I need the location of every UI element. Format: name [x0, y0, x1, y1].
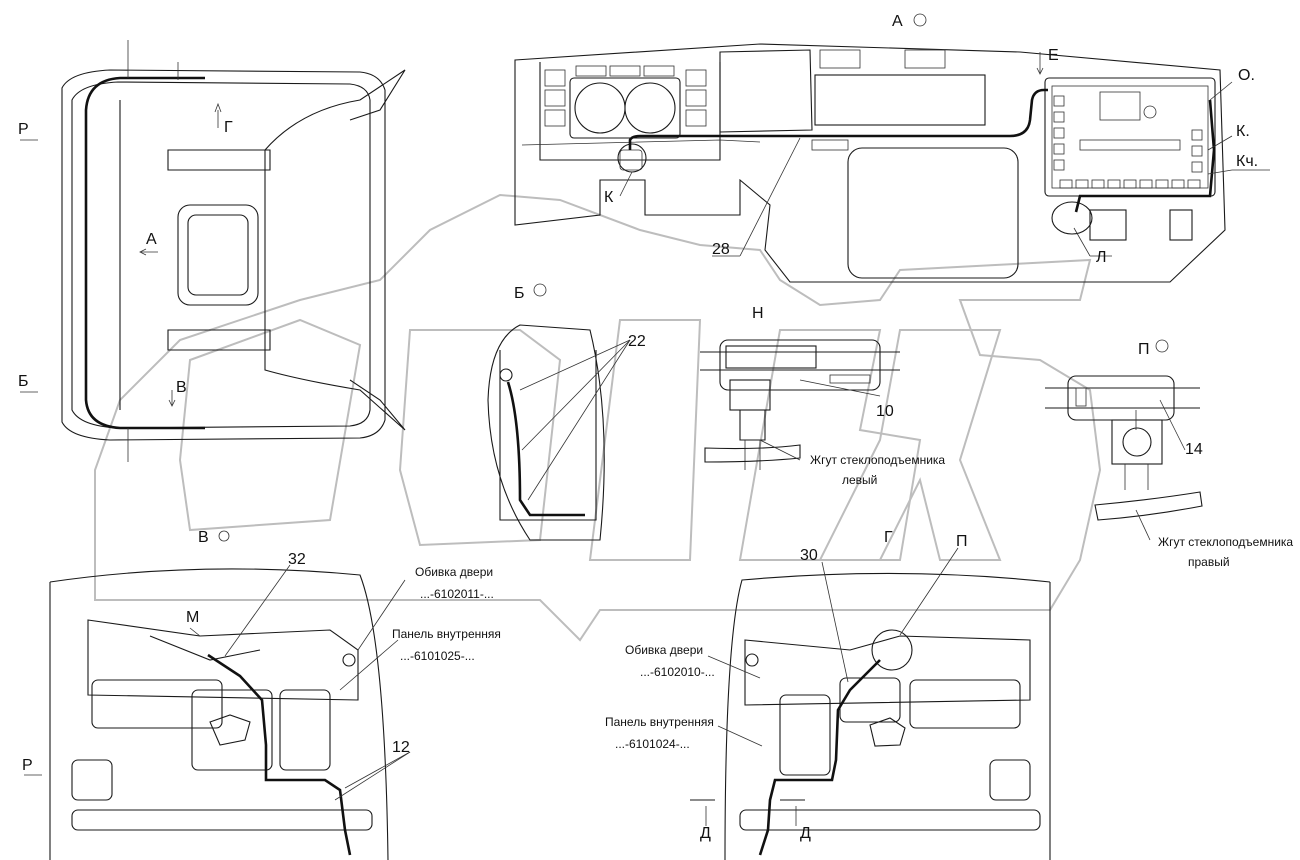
label-g-top: Г	[224, 119, 233, 136]
label-a-top: А	[146, 231, 157, 248]
label-b-top: Б	[18, 373, 29, 390]
view-h-title: Н	[752, 305, 764, 322]
harness-left-line1: Жгут стеклоподъемника	[810, 453, 945, 467]
view-a-dashboard: А	[514, 13, 1270, 283]
label-m: М	[186, 609, 199, 626]
label-o: О.	[1238, 67, 1255, 84]
fuse-block	[1053, 91, 1203, 189]
label-p-door: П	[956, 533, 968, 550]
label-e: Е	[1048, 47, 1059, 64]
cab-top-view: Г А В Р Б	[18, 40, 406, 462]
position-12: 12	[392, 739, 410, 756]
door-trim-left-line2: ...-6102011-...	[420, 587, 494, 601]
view-v-title: В	[198, 529, 209, 546]
view-b: Б 22	[487, 283, 646, 541]
label-r-bottom: Р	[22, 757, 33, 774]
view-b-title: Б	[514, 285, 525, 302]
door-trim-left-line1: Обивка двери	[415, 565, 493, 579]
position-32: 32	[288, 551, 306, 568]
view-g-right-door: Г 30 П Д Д Обивка двери ...-6102010-... …	[605, 529, 1051, 860]
label-l: Л	[1096, 249, 1107, 266]
harness-right-line1: Жгут стеклоподъемника	[1158, 535, 1293, 549]
harness-left-line2: левый	[842, 473, 877, 487]
label-k-dot: К.	[1236, 123, 1250, 140]
label-v-top: В	[176, 379, 187, 396]
view-p-switch: П 14 Жгут стеклоподъемника правый	[1045, 339, 1293, 569]
view-v-left-door: В 32 12 М Р Обивка двери ...-6102011-...…	[22, 529, 501, 860]
inner-panel-left-line2: ...-6101025-...	[400, 649, 475, 663]
harness-right-line2: правый	[1188, 555, 1230, 569]
door-trim-right-line2: ...-6102010-...	[640, 665, 715, 679]
door-trim-right-line1: Обивка двери	[625, 643, 703, 657]
view-g-title: Г	[884, 529, 893, 546]
position-30: 30	[800, 547, 818, 564]
position-28: 28	[712, 241, 730, 258]
view-a-title: А	[892, 13, 903, 30]
label-d-right: Д	[800, 825, 811, 842]
position-10: 10	[876, 403, 894, 420]
watermark-logo	[94, 193, 1102, 642]
position-14: 14	[1185, 441, 1203, 458]
inner-panel-left-line1: Панель внутренняя	[392, 627, 501, 641]
view-h-switch: Н 10 Жгут стеклоподъемника левый	[700, 305, 945, 487]
inner-panel-right-line1: Панель внутренняя	[605, 715, 714, 729]
label-r-top: Р	[18, 121, 29, 138]
label-d-left: Д	[700, 825, 711, 842]
view-p-title: П	[1138, 341, 1150, 358]
label-k: К	[604, 189, 614, 206]
position-22: 22	[628, 333, 646, 350]
label-kch: Кч.	[1236, 153, 1258, 170]
inner-panel-right-line2: ...-6101024-...	[615, 737, 690, 751]
